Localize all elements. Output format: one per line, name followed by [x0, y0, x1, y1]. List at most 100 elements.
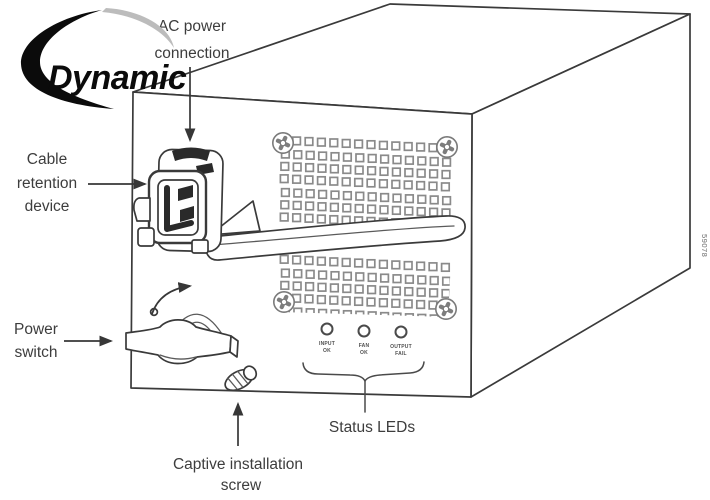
vent-hole: [441, 169, 451, 180]
vent-hole: [342, 271, 353, 281]
vent-hole: [404, 286, 414, 297]
logo-swoosh: [20, 10, 114, 109]
vent-hole: [329, 295, 339, 305]
vent-hole: [330, 270, 340, 281]
vent-hole: [391, 179, 401, 189]
vent-hole: [366, 178, 376, 188]
vent-hole: [280, 268, 291, 278]
vent-hole: [293, 150, 303, 160]
vent-hole: [403, 141, 413, 152]
captive-screw: [224, 365, 258, 392]
vent-hole: [342, 190, 353, 201]
vent-hole: [355, 272, 365, 282]
label-line: Cable: [27, 151, 68, 168]
vent-hole: [316, 214, 327, 224]
label-ac-power: AC power connection: [155, 18, 229, 143]
vent-hole: [342, 152, 353, 162]
vent-hole: [305, 150, 315, 160]
vent-hole: [417, 194, 427, 204]
vent-hole: [403, 299, 413, 309]
label-captive-screw: Captive installation screw: [173, 401, 303, 494]
vent-hole: [354, 203, 364, 214]
vent-hole: [404, 206, 414, 216]
vent-hole: [379, 205, 389, 215]
vent-hole: [404, 167, 414, 178]
vent-hole: [341, 138, 351, 149]
vent-hole: [316, 256, 327, 266]
vent-hole: [280, 200, 290, 210]
label-status-leds: Status LEDs: [329, 419, 415, 436]
vent-hole: [379, 192, 390, 203]
connector-inlet-notch: [180, 206, 194, 222]
vent-hole: [429, 195, 439, 205]
vent-hole: [404, 313, 415, 317]
vent-hole: [366, 285, 377, 295]
vent-hole: [292, 281, 302, 291]
vent-hole: [329, 176, 339, 186]
vent-hole: [353, 258, 364, 268]
vent-hole: [280, 280, 290, 291]
vent-hole: [404, 194, 415, 204]
vent-hole: [416, 168, 426, 178]
vent-hole: [428, 181, 438, 191]
vent-hole: [305, 269, 315, 279]
vent-hole: [292, 200, 302, 211]
vent-hole: [379, 285, 389, 296]
vent-hole: [415, 261, 426, 271]
led-label: FAN: [359, 343, 370, 349]
cable-retention-clip-lower: [137, 227, 155, 247]
vent-hole: [392, 155, 402, 165]
vent-hole: [317, 270, 328, 280]
vent-hole: [330, 190, 340, 200]
vent-hole: [391, 298, 401, 308]
vent-hole: [392, 312, 402, 317]
vent-hole: [417, 275, 427, 285]
vent-hole: [330, 151, 340, 162]
vent-hole: [379, 166, 389, 177]
vent-hole: [280, 187, 291, 198]
vent-hole: [341, 257, 351, 268]
logo-swoosh-gray: [102, 8, 174, 48]
rotation-pivot: [149, 307, 159, 317]
vent-hole: [304, 281, 315, 292]
vent-hole: [291, 255, 302, 265]
vent-hole: [304, 213, 314, 223]
retention-bracket-top: [172, 147, 210, 161]
vent-hole: [379, 154, 390, 164]
label-line: AC power: [158, 18, 226, 35]
status-led: INPUT OK: [319, 322, 335, 354]
vent-hole: [367, 153, 377, 164]
led-label: INPUT: [319, 341, 335, 347]
vent-hole: [329, 202, 340, 212]
vent-hole: [441, 157, 452, 167]
vent-hole: [316, 137, 327, 147]
label-power-switch: Power switch: [14, 321, 114, 361]
vent-hole: [404, 274, 415, 284]
vent-hole: [415, 142, 426, 152]
panel-screw: [434, 297, 458, 321]
vent-hole: [404, 155, 415, 165]
vent-hole: [279, 212, 289, 222]
vent-hole: [416, 206, 426, 217]
vent-hole: [415, 299, 426, 310]
connector-foot: [191, 239, 209, 254]
vent-hole: [428, 262, 438, 272]
vent-hole: [367, 272, 377, 283]
vent-hole: [429, 275, 439, 286]
status-leds: INPUT OK FAN OK OUTPUT FAIL: [302, 322, 425, 413]
vent-hole: [417, 156, 427, 166]
vent-hole: [279, 174, 289, 184]
vent-hole: [342, 164, 352, 175]
vent-hole: [366, 166, 377, 176]
vent-hole: [304, 175, 314, 185]
led-label: OK: [360, 350, 368, 356]
vent-hole: [441, 195, 452, 206]
label-line: device: [25, 198, 70, 215]
vent-hole: [440, 262, 451, 273]
vent-hole: [293, 188, 303, 198]
label-line: Captive installation: [173, 456, 303, 473]
vent-hole: [329, 257, 339, 267]
figure-number: 59078: [700, 234, 709, 257]
vent-hole: [429, 156, 439, 167]
vent-hole: [280, 161, 290, 172]
